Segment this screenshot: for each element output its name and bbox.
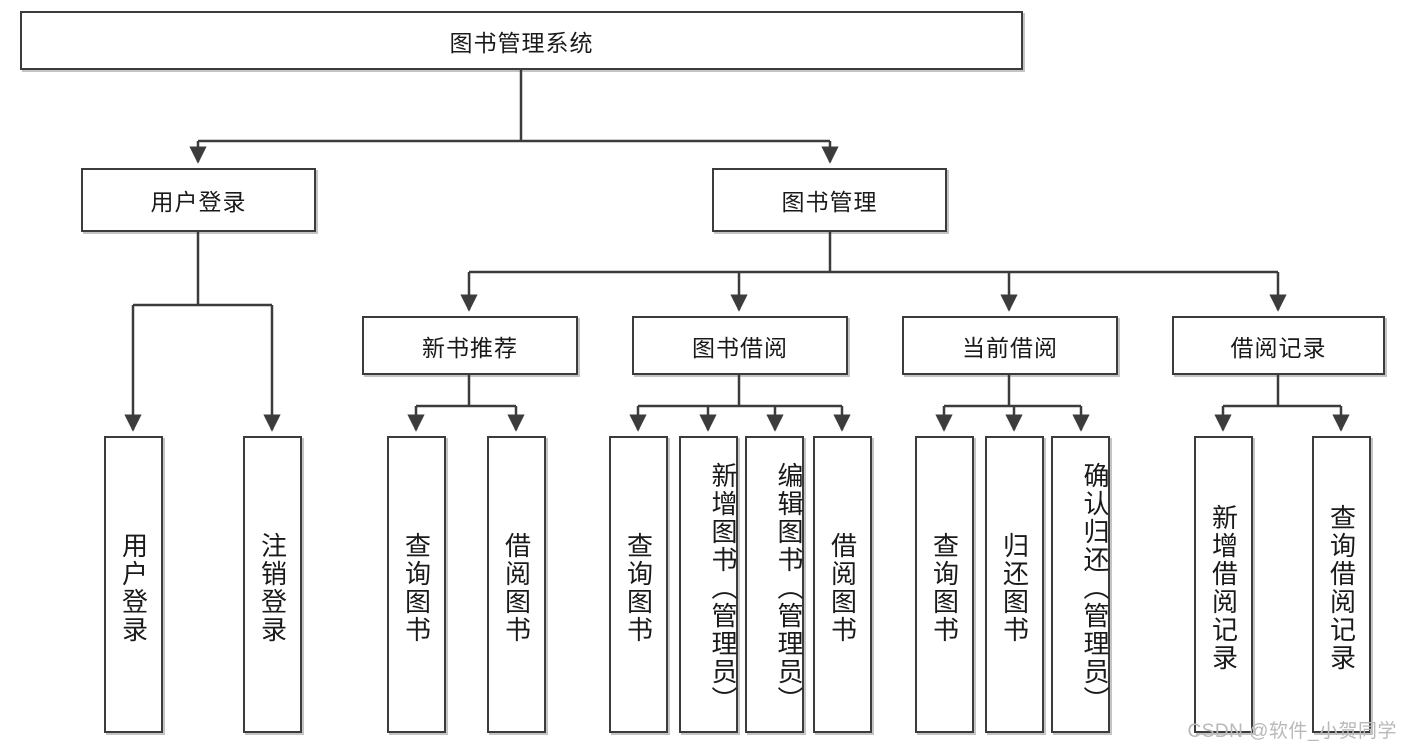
leaf-add-borrow-record-label: 新增借阅记录 <box>1208 503 1239 672</box>
leaf-add-book-admin[interactable]: 新增图书（管理员） <box>679 436 738 733</box>
leaf-borrow-book-recommend-label: 借阅图书 <box>501 531 532 644</box>
leaf-query-book-current[interactable]: 查询图书 <box>915 436 974 733</box>
node-new-book-recommend-label: 新书推荐 <box>422 334 518 361</box>
node-user-login-label: 用户登录 <box>150 189 247 215</box>
leaf-add-book-admin-label: 新增图书（管理员） <box>708 461 738 714</box>
node-book-borrow-label: 图书借阅 <box>692 334 788 361</box>
leaf-user-logout-label: 注销登录 <box>257 531 288 644</box>
leaf-user-logout[interactable]: 注销登录 <box>243 436 302 733</box>
leaf-user-login-label: 用户登录 <box>118 531 149 644</box>
node-root-system[interactable]: 图书管理系统 <box>20 11 1023 70</box>
leaf-query-book-current-label: 查询图书 <box>929 531 960 644</box>
leaf-user-login[interactable]: 用户登录 <box>104 436 163 733</box>
leaf-edit-book-admin[interactable]: 编辑图书（管理员） <box>745 436 804 733</box>
node-new-book-recommend[interactable]: 新书推荐 <box>362 316 578 375</box>
leaf-borrow-book-label: 借阅图书 <box>827 531 858 644</box>
leaf-return-book[interactable]: 归还图书 <box>985 436 1044 733</box>
leaf-query-book-borrow[interactable]: 查询图书 <box>609 436 668 733</box>
leaf-confirm-return-admin[interactable]: 确认归还（管理员） <box>1051 436 1110 733</box>
leaf-query-borrow-record[interactable]: 查询借阅记录 <box>1312 436 1371 733</box>
node-borrow-records[interactable]: 借阅记录 <box>1172 316 1385 375</box>
leaf-add-borrow-record[interactable]: 新增借阅记录 <box>1194 436 1253 733</box>
node-current-borrow-label: 当前借阅 <box>962 334 1058 361</box>
node-root-label: 图书管理系统 <box>449 29 594 56</box>
node-book-borrow[interactable]: 图书借阅 <box>632 316 848 375</box>
node-book-management[interactable]: 图书管理 <box>712 168 947 232</box>
leaf-borrow-book-recommend[interactable]: 借阅图书 <box>487 436 546 733</box>
node-borrow-records-label: 借阅记录 <box>1230 334 1327 361</box>
leaf-query-book-borrow-label: 查询图书 <box>623 531 654 644</box>
node-book-management-label: 图书管理 <box>781 189 878 215</box>
node-user-login[interactable]: 用户登录 <box>81 168 316 232</box>
leaf-query-book-recommend-label: 查询图书 <box>401 531 432 644</box>
leaf-return-book-label: 归还图书 <box>999 531 1030 644</box>
leaf-query-borrow-record-label: 查询借阅记录 <box>1326 503 1357 672</box>
leaf-confirm-return-admin-label: 确认归还（管理员） <box>1080 461 1110 714</box>
leaf-edit-book-admin-label: 编辑图书（管理员） <box>774 461 804 714</box>
leaf-borrow-book[interactable]: 借阅图书 <box>813 436 872 733</box>
leaf-query-book-recommend[interactable]: 查询图书 <box>387 436 446 733</box>
node-current-borrow[interactable]: 当前借阅 <box>902 316 1118 375</box>
